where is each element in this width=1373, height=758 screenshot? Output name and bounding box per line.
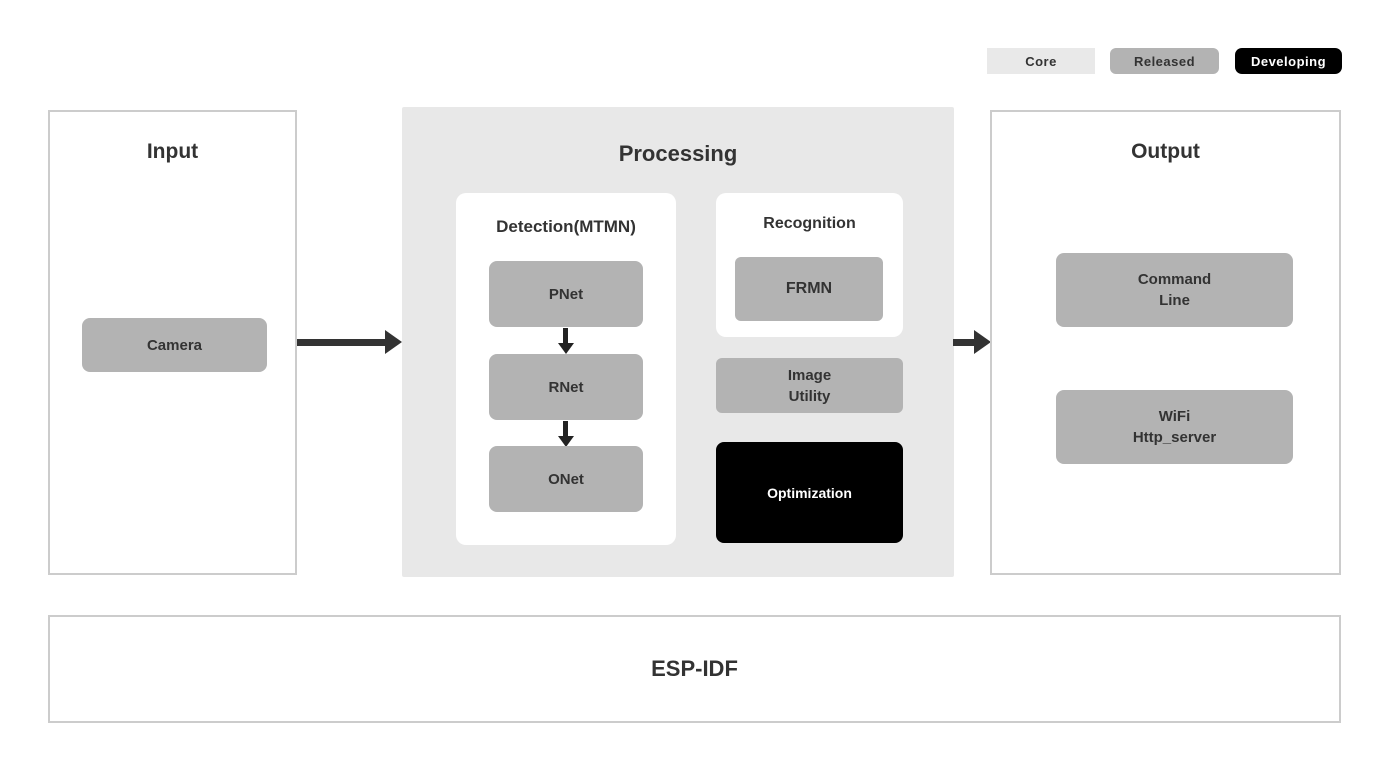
arrow-stem [563,328,568,343]
image-utility-line2: Utility [788,387,831,405]
legend-developing: Developing [1235,48,1342,74]
input-panel: Input Camera [48,110,297,575]
onet-block: ONet [489,446,643,512]
arrow-head [974,330,991,354]
pnet-label: PNet [548,285,584,303]
detection-title: Detection(MTMN) [496,217,636,236]
arrow-stem [953,339,975,346]
command-line-line2: Line [1159,292,1190,309]
input-panel-title: Input [146,140,199,163]
command-line-block: Command Line [1056,253,1293,327]
command-line-line1: Command [1137,271,1212,288]
arrow-stem [563,421,568,436]
image-utility-line1: Image [787,366,832,384]
legend-developing-label: Developing [1250,53,1327,69]
output-panel-title: Output [1131,140,1200,163]
legend-core-label: Core [1025,53,1057,69]
optimization-label: Optimization [767,484,852,501]
legend-core: Core [987,48,1095,74]
arrow-right-icon [953,330,991,355]
arrow-head [385,330,402,354]
image-utility-block: Image Utility [716,358,903,413]
wifi-line2: Http_server [1132,429,1217,446]
arrow-head [558,343,574,354]
arrow-down-icon [558,421,574,447]
camera-label: Camera [146,336,203,354]
recognition-title: Recognition [763,215,856,232]
arrow-down-icon [558,328,574,354]
legend-released: Released [1110,48,1219,74]
legend-released-label: Released [1133,53,1196,69]
output-panel: Output Command Line WiFi Http_server [990,110,1341,575]
esp-idf-title: ESP-IDF [651,656,738,681]
processing-region: Processing Detection(MTMN) PNet RNet ONe… [402,107,954,577]
wifi-http-server-block: WiFi Http_server [1056,390,1293,464]
arrow-head [558,436,574,447]
processing-title: Processing [618,141,738,166]
arrow-right-icon [297,330,403,355]
camera-block: Camera [82,318,267,372]
rnet-block: RNet [489,354,643,420]
esp-idf-panel: ESP-IDF [48,615,1341,723]
frmn-label: FRMN [785,280,833,297]
wifi-line1: WiFi [1158,408,1191,425]
onet-label: ONet [548,470,584,488]
frmn-block: FRMN [735,257,883,321]
recognition-subpanel: Recognition FRMN [716,193,903,337]
detection-subpanel: Detection(MTMN) PNet RNet ONet [456,193,676,545]
pnet-block: PNet [489,261,643,327]
rnet-label: RNet [548,378,584,396]
optimization-block: Optimization [716,442,903,543]
arrow-stem [297,339,385,346]
